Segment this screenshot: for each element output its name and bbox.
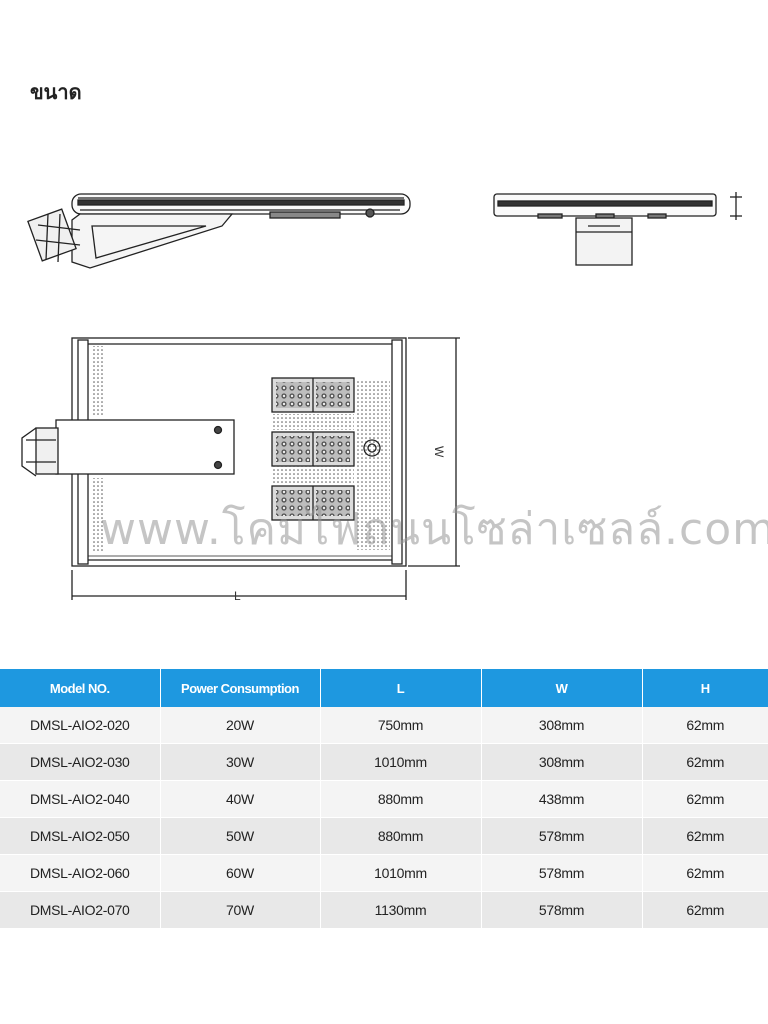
table-row: DMSL-AIO2-050 50W 880mm 578mm 62mm: [0, 817, 768, 855]
header-power: Power Consumption: [160, 669, 321, 707]
cell-width: 438mm: [481, 780, 643, 818]
cell-length: 1010mm: [320, 854, 482, 892]
table-row: DMSL-AIO2-070 70W 1130mm 578mm 62mm: [0, 891, 768, 929]
cell-length: 1130mm: [320, 891, 482, 929]
table-header-row: Model NO. Power Consumption L W H: [0, 669, 768, 707]
cell-power: 20W: [160, 707, 321, 744]
cell-width: 578mm: [481, 854, 643, 892]
cell-height: 62mm: [642, 780, 768, 818]
cell-model: DMSL-AIO2-020: [0, 707, 161, 744]
width-dimension-label: W: [432, 446, 446, 458]
page-title: ขนาด: [30, 80, 82, 104]
side-view: [27, 193, 411, 269]
header-width: W: [481, 669, 643, 707]
header-height: H: [642, 669, 768, 707]
cell-power: 30W: [160, 743, 321, 781]
cell-power: 40W: [160, 780, 321, 818]
cell-height: 62mm: [642, 854, 768, 892]
length-dimension-label: L: [234, 589, 241, 603]
spec-table: Model NO. Power Consumption L W H DMSL-A…: [0, 669, 768, 929]
cell-height: 62mm: [642, 817, 768, 855]
cell-length: 880mm: [320, 780, 482, 818]
watermark: www.โคมไฟถนนโซล่าเซลล์.com: [100, 504, 768, 555]
cell-power: 70W: [160, 891, 321, 929]
end-view: [493, 192, 742, 266]
dimension-drawing: [21, 192, 742, 600]
header-length: L: [320, 669, 482, 707]
top-view: [21, 337, 460, 600]
cell-width: 578mm: [481, 891, 643, 929]
cell-length: 1010mm: [320, 743, 482, 781]
cell-power: 50W: [160, 817, 321, 855]
cell-model: DMSL-AIO2-060: [0, 854, 161, 892]
cell-width: 308mm: [481, 707, 643, 744]
cell-height: 62mm: [642, 743, 768, 781]
table-row: DMSL-AIO2-060 60W 1010mm 578mm 62mm: [0, 854, 768, 892]
header-model: Model NO.: [0, 669, 161, 707]
cell-width: 578mm: [481, 817, 643, 855]
cell-length: 750mm: [320, 707, 482, 744]
cell-height: 62mm: [642, 707, 768, 744]
table-row: DMSL-AIO2-040 40W 880mm 438mm 62mm: [0, 780, 768, 818]
cell-model: DMSL-AIO2-070: [0, 891, 161, 929]
cell-width: 308mm: [481, 743, 643, 781]
cell-height: 62mm: [642, 891, 768, 929]
cell-model: DMSL-AIO2-040: [0, 780, 161, 818]
cell-model: DMSL-AIO2-050: [0, 817, 161, 855]
cell-power: 60W: [160, 854, 321, 892]
table-row: DMSL-AIO2-020 20W 750mm 308mm 62mm: [0, 707, 768, 744]
table-row: DMSL-AIO2-030 30W 1010mm 308mm 62mm: [0, 743, 768, 781]
cell-model: DMSL-AIO2-030: [0, 743, 161, 781]
cell-length: 880mm: [320, 817, 482, 855]
